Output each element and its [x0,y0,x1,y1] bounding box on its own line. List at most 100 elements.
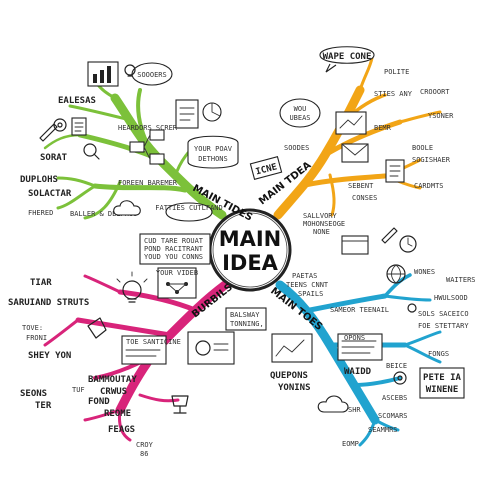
label-foreen: FOREEN BAREMER [118,179,178,187]
svg-text:YOUR POAV: YOUR POAV [194,145,233,153]
svg-text:UBEAS: UBEAS [289,114,310,122]
label-seons: SEONS [20,389,47,399]
document-icon [71,117,87,136]
label-beice: BEICE [386,362,407,370]
label-boole: BOOLE [412,144,433,152]
label-sols: SOLS SACEICO [418,310,469,318]
label-spails: SPAILS [298,290,323,298]
label-croy: CROY [136,441,154,449]
label-polite: POLITE [384,68,409,76]
label-ysoner: YSONER [428,112,454,120]
speech-bubble-wou: WOU UBEAS [279,98,321,128]
lightbulb-icon [124,64,136,77]
label-hwulsood: HWULSOOD [434,294,468,302]
lightbulb-icon-bl [116,271,148,303]
pencil-icon [39,123,58,142]
label-wones: WONES [414,268,435,276]
label-none: NONE [313,228,330,236]
label-foe: FOE STETTARY [418,322,469,330]
label-duplohs: DUPLOHS [20,175,58,185]
label-sties-any: STIES ANY [374,90,413,98]
label-paetas: PAETAS [292,272,317,280]
envelope-icon [341,143,369,163]
svg-text:POND RACITRANT: POND RACITRANT [144,245,204,253]
chart-icon [335,111,367,135]
label-ascebs: ASCEBS [382,394,407,402]
top-right-doodles: WAPE CONE POLITE STIES ANY CROOORT YSONE… [249,46,454,255]
branch-bottom-right [275,273,442,447]
clipboard-icon [175,99,199,129]
tag-opons: OPONS [344,334,365,342]
gear-icon [53,118,67,132]
globe-icon [386,264,406,284]
svg-text:TONNING,: TONNING, [230,320,264,328]
cloud-icon [113,200,141,216]
label-tove: TOVE: [22,324,43,332]
label-fond: FOND [88,397,110,407]
clock-icon [399,235,417,253]
label-saruiand: SARUIAND STRUTS [8,298,89,308]
label-bammoutay: BAMMOUTAY [88,375,137,385]
web-icon-bl [87,317,107,339]
label-sallvory: SALLVORY [303,212,338,220]
note-box: CUD TARE ROUAT POND RACITRANT YOUD YOU C… [139,233,211,265]
label-ter: TER [35,401,52,411]
chart-card [271,333,313,363]
speech-bubble-wape: WAPE CONE [319,46,375,73]
bottom-left-doodles: TIAR SARUIAND STRUTS TOVE: FRONI SHEY YO… [8,202,267,458]
cloud-icon-br [317,395,349,413]
tag-icne: ICNE [249,155,283,181]
cogs-icon [393,371,407,385]
svg-text:PETE IA: PETE IA [423,373,462,383]
label-fongs: FONGS [428,350,449,358]
label-waidd: WAIDD [344,367,372,377]
svg-text:BALSWAY: BALSWAY [230,311,260,319]
label-ealesas: EALESAS [58,96,96,106]
label-quepons: QUEPONS [270,371,308,381]
svg-text:OPONS: OPONS [344,334,365,342]
label-shey-yon: SHEY YON [28,351,71,361]
label-seammrs: SEAMMRS [368,426,398,434]
trophy-icon [171,395,189,414]
svg-text:SOOOERS: SOOOERS [137,71,167,79]
svg-text:YOUD YOU CONNS: YOUD YOU CONNS [144,253,203,261]
label-crwus: CRWUS [100,387,127,397]
branch-top-right [273,56,442,220]
pete-box: PETE IA WINENE [419,367,465,399]
label-eomp: EOMP [342,440,359,448]
label-waiters: WAITERS [446,276,476,284]
top-left-doodles: SOOOERS EALESAS SORAT DUPLOHS SOLACTAR F… [20,61,239,218]
bar-chart-icon [87,61,119,87]
label-teens: TEENS CNNT [286,281,329,289]
document-card: TOE SANTICINE [121,335,181,365]
label-tiar: TIAR [30,278,52,288]
label-crooort: CROOORT [420,88,450,96]
svg-text:DETHONS: DETHONS [198,155,228,163]
svg-text:YOUR VIDEB: YOUR VIDEB [156,269,198,277]
flowchart-icon [129,129,165,165]
label-heardors: HEARDORS SCRER [118,124,178,132]
svg-text:CUD TARE ROUAT: CUD TARE ROUAT [144,237,204,245]
label-bemr: BEMR [374,124,392,132]
label-86: 86 [140,450,148,458]
label-froni: FRONI [26,334,47,342]
pencil-icon-right [381,227,398,244]
magnifier-icon [83,143,100,160]
label-feags: FEAGS [108,425,135,435]
bottom-right-doodles: WONES WAITERS HWULSOOD SOLS SACEICO FOE … [317,264,476,448]
label-sameor: SAMEOR TEENAIL [330,306,389,314]
pie-icon [202,102,222,122]
svg-text:FATTIES CUTLFAND: FATTIES CUTLFAND [155,204,222,212]
balsway-note: BALSWAY TONNING, [225,307,267,331]
label-yonins: YONINS [278,383,311,393]
label-mohons: MOHONSEOGE [303,220,345,228]
sun-icon [407,303,417,313]
speech-bubble-fatties: FATTIES CUTLFAND [155,202,223,222]
bottom-center-doodles: QUEPONS YONINS PAETAS TEENS CNNT SPAILS [270,272,383,393]
label-sorat: SORAT [40,153,68,163]
compass-card [187,331,235,365]
svg-text:WINENE: WINENE [426,385,459,395]
network-icon: YOUR VIDEB [156,267,198,299]
label-conses: CONSES [352,194,377,202]
